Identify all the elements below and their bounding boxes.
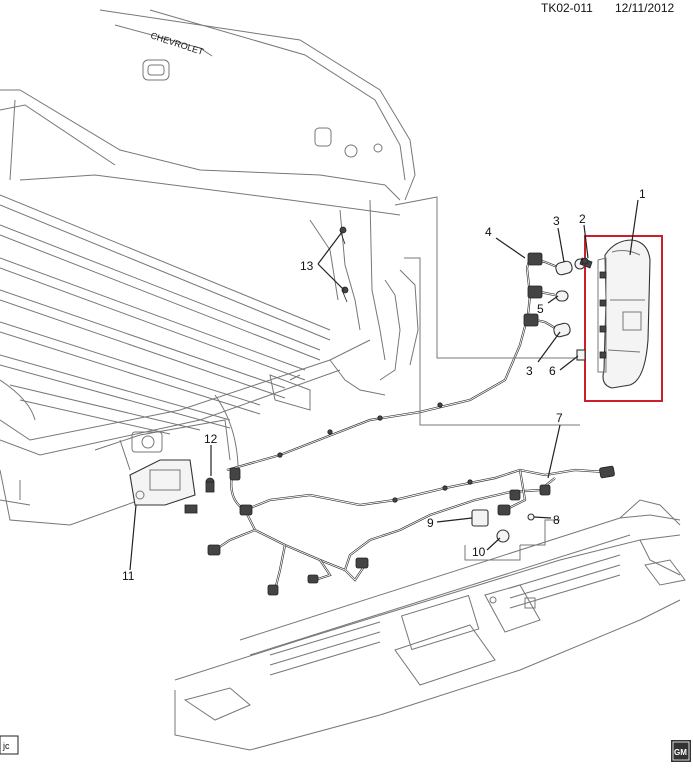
bolts-13 (339, 226, 349, 303)
rear-bumper (174, 499, 686, 751)
callout-9: 9 (427, 516, 434, 530)
fastener-10 (496, 529, 510, 543)
callout-10: 10 (472, 545, 486, 559)
harness-7 (207, 257, 615, 596)
lamp-sockets (553, 258, 586, 338)
nut-6 (576, 349, 586, 361)
footer-initials-box: jc (0, 735, 19, 755)
tailgate-lettering: CHEVROLET (149, 30, 205, 57)
callout-5: 5 (537, 302, 544, 316)
callout-3-top: 3 (553, 214, 560, 228)
truck-bed: CHEVROLET (0, 9, 419, 526)
routing-lines (394, 196, 580, 561)
callouts: 1 2 3 3 4 5 6 7 8 9 10 11 12 13 (122, 187, 646, 583)
callout-2: 2 (579, 212, 586, 226)
svg-text:jc: jc (2, 741, 10, 751)
callout-7: 7 (556, 411, 563, 425)
callout-3-bottom: 3 (526, 364, 533, 378)
diagram-date: 12/11/2012 (615, 1, 674, 15)
bolt-2 (579, 257, 593, 269)
highlight-box (584, 235, 663, 402)
callout-6: 6 (549, 364, 556, 378)
callout-1: 1 (639, 187, 646, 201)
tail-lamp-1 (597, 239, 651, 389)
svg-text:GM: GM (674, 748, 687, 757)
module-11 (129, 459, 198, 514)
bolt-12 (205, 477, 215, 493)
fastener-8 (527, 513, 535, 521)
harness-4 (523, 252, 561, 329)
leader-lines (129, 199, 639, 571)
callout-11: 11 (122, 569, 135, 583)
callout-4: 4 (485, 225, 492, 239)
module-9 (471, 509, 489, 527)
gm-logo: GM (671, 740, 691, 762)
diagram-code: TK02-011 (541, 1, 593, 15)
callout-8: 8 (553, 513, 560, 527)
callout-13: 13 (300, 259, 314, 273)
callout-12: 12 (204, 432, 218, 446)
